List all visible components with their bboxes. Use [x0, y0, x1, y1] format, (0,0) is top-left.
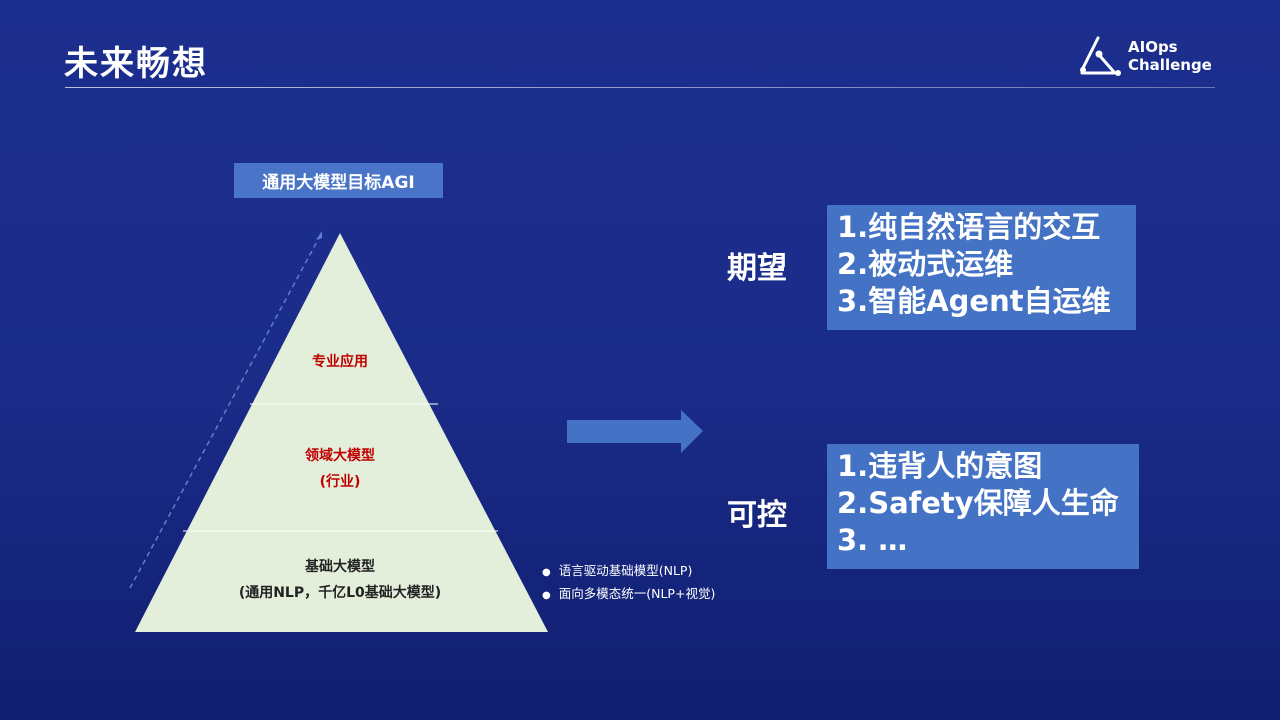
title-divider	[65, 87, 1215, 88]
expect-heading: 期望	[727, 251, 787, 286]
pyramid	[135, 233, 548, 632]
pyramid-top-label: 专业应用	[312, 354, 368, 370]
bullet-item: 面向多模态统一(NLP+视觉)	[542, 583, 716, 606]
control-item: 3. …	[837, 523, 908, 557]
expect-item: 1.纯自然语言的交互	[837, 210, 1101, 244]
agi-goal-label: 通用大模型目标AGI	[234, 163, 443, 198]
logo-text-1: AIOps	[1128, 38, 1178, 56]
pyramid-bottom-label: 基础大模型	[305, 559, 375, 575]
pyramid-middle-sub: (行业)	[319, 474, 361, 490]
expect-item: 2.被动式运维	[837, 247, 1014, 281]
pyramid-bottom-sub: (通用NLP，千亿L0基础大模型)	[238, 585, 442, 601]
right-arrow	[567, 410, 703, 453]
control-heading: 可控	[727, 498, 787, 533]
aiops-logo: AIOps Challenge	[1078, 34, 1218, 78]
growth-arrow-dashed	[129, 235, 321, 589]
logo-text-2: Challenge	[1128, 56, 1212, 74]
expect-box: 1.纯自然语言的交互 2.被动式运维 3.智能Agent自运维	[827, 205, 1136, 330]
logo-triangle-icon	[1080, 36, 1121, 76]
control-item: 1.违背人的意图	[837, 449, 1043, 483]
control-box: 1.违背人的意图 2.Safety保障人生命 3. …	[827, 444, 1139, 569]
bullet-item: 语言驱动基础模型(NLP)	[542, 560, 715, 583]
growth-arrow-head	[316, 231, 322, 240]
page-title: 未来畅想	[64, 44, 208, 84]
expect-item: 3.智能Agent自运维	[837, 284, 1111, 318]
control-item: 2.Safety保障人生命	[837, 486, 1119, 520]
pyramid-middle-label: 领域大模型	[305, 448, 375, 464]
base-model-bullets: 语言驱动基础模型(NLP) 面向多模态统一(NLP+视觉)	[542, 560, 716, 606]
